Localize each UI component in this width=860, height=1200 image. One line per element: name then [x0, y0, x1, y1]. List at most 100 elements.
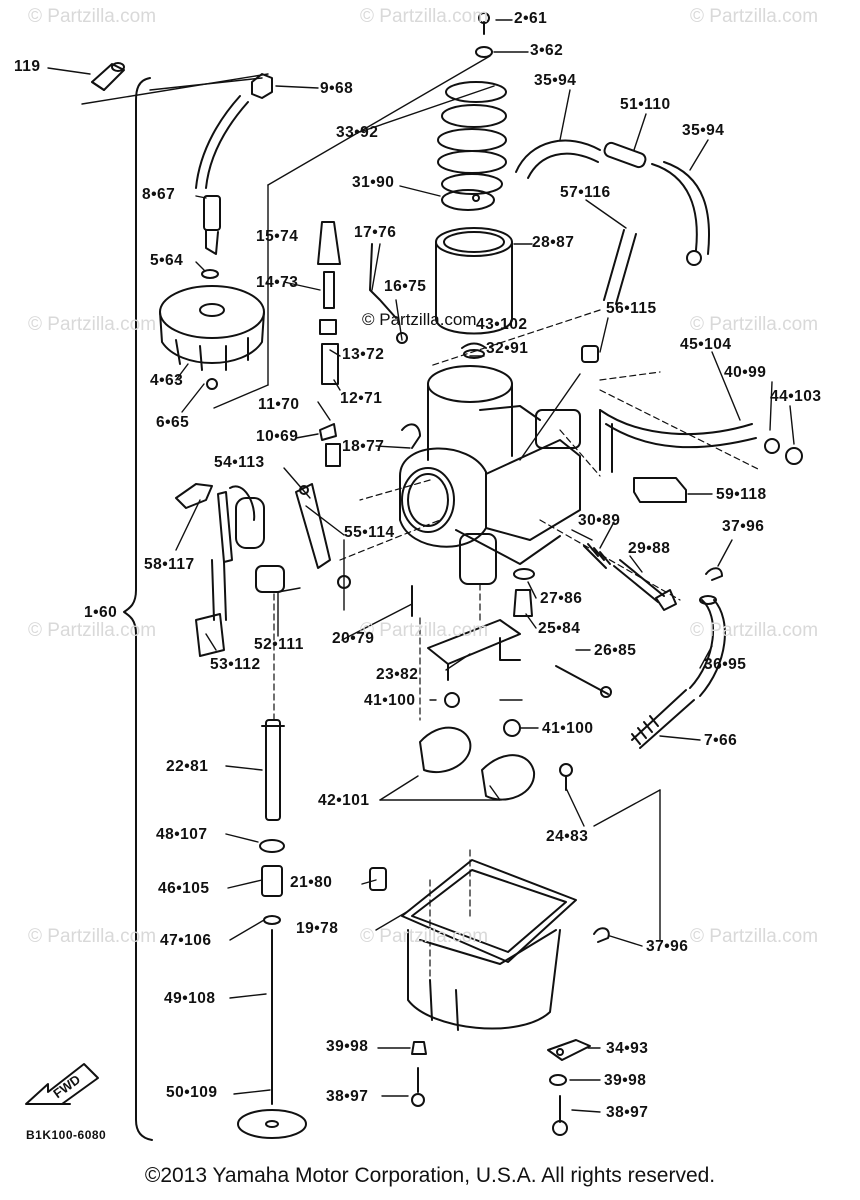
watermark: © Partzilla.com [360, 926, 489, 947]
callout-26-85: 26•85 [594, 642, 637, 659]
callout-59-118: 59•118 [716, 486, 767, 503]
part-15-14-13-12-needle-jet [317, 221, 341, 385]
part-119-sleeve [91, 62, 125, 91]
part-17-16-wire-connector [369, 243, 408, 344]
callout-16-75: 16•75 [384, 278, 427, 295]
callout-29-88: 29•88 [628, 540, 671, 557]
part-4-top-cap [159, 285, 265, 390]
part-45-hose [599, 409, 757, 473]
callout-7-66: 7•66 [704, 732, 738, 749]
part-2-3-screw-washer [475, 12, 493, 58]
callout-53-112: 53•112 [210, 656, 261, 673]
callout-35-94-a: 35•94 [534, 72, 577, 89]
part-33-spring [437, 81, 507, 195]
watermark: © Partzilla.com [28, 926, 157, 947]
callout-46-105: 46•105 [158, 880, 210, 897]
callout-17-76: 17•76 [354, 224, 397, 241]
part-9-8-fuel-fitting [195, 73, 273, 279]
callout-43-102: 43•102 [476, 316, 528, 333]
part-57-hose [603, 229, 637, 305]
callout-50-109: 50•109 [166, 1084, 218, 1101]
part-56-fitting [581, 345, 599, 363]
callout-40-99: 40•99 [724, 364, 767, 381]
callout-48-107: 48•107 [156, 826, 208, 843]
callout-58-117: 58•117 [144, 556, 195, 573]
callout-11-70: 11•70 [258, 396, 300, 413]
part-28-throttle-slide [435, 227, 513, 335]
watermark: © Partzilla.com [360, 6, 489, 27]
callout-33-92: 33•92 [336, 124, 379, 141]
part-55-washer [337, 575, 413, 617]
callout-5-64: 5•64 [150, 252, 184, 269]
callout-38-97-a: 38•97 [326, 1088, 369, 1105]
part-34-bracket [547, 1039, 591, 1061]
watermark: © Partzilla.com [690, 314, 819, 335]
callout-54-113: 54•113 [214, 454, 265, 471]
callout-1-60: 1•60 [84, 604, 118, 621]
watermark: © Partzilla.com [360, 620, 489, 641]
callout-20-79: 20•79 [332, 630, 375, 647]
part-42-floats [419, 726, 536, 801]
watermark: © Partzilla.com [690, 6, 819, 27]
watermark: © Partzilla.com [28, 314, 157, 335]
callout-32-91: 32•91 [486, 340, 529, 357]
callout-55-114: 55•114 [344, 524, 395, 541]
callout-22-81: 22•81 [166, 758, 209, 775]
forward-arrow-icon: FWD [22, 1058, 106, 1118]
part-54-lever [295, 483, 331, 569]
callout-8-67: 8•67 [142, 186, 176, 203]
part-40-44-clamp [764, 438, 803, 465]
callout-41-100-b: 41•100 [542, 720, 594, 737]
callout-25-84: 25•84 [538, 620, 581, 637]
callout-52-111: 52•111 [254, 636, 304, 653]
part-21-plug [369, 867, 387, 891]
callout-6-65: 6•65 [156, 414, 190, 431]
callout-44-103: 44•103 [770, 388, 822, 405]
part-37-clip-bottom [593, 927, 610, 943]
callout-12-71: 12•71 [340, 390, 383, 407]
part-59-bracket [633, 477, 687, 503]
part-39-38-screws [411, 1041, 568, 1136]
callout-15-74: 15•74 [256, 228, 299, 245]
callout-10-69: 10•69 [256, 428, 299, 445]
part-58-53-52-starter-plunger [175, 483, 285, 657]
callout-119: 119 [14, 58, 41, 75]
part-31-plate [441, 189, 495, 211]
callout-2-61: 2•61 [514, 10, 548, 27]
callout-3-62: 3•62 [530, 42, 564, 59]
watermark: © Partzilla.com [690, 620, 819, 641]
callout-37-96-a: 37•96 [722, 518, 765, 535]
part-23-26-float-arm-pin [427, 619, 612, 698]
callout-36-95: 36•95 [704, 656, 747, 673]
callout-18-77: 18•77 [342, 438, 385, 455]
callout-31-90: 31•90 [352, 174, 395, 191]
part-35-51-vent-hoses [515, 139, 711, 266]
callout-30-89: 30•89 [578, 512, 621, 529]
part-27-25-washer-jet [513, 568, 535, 617]
callout-9-68: 9•68 [320, 80, 354, 97]
part-11-10-18-throttle-parts [319, 423, 421, 467]
callout-38-97-b: 38•97 [606, 1104, 649, 1121]
callout-49-108: 49•108 [164, 990, 216, 1007]
leader-lines [47, 19, 795, 1113]
callout-45-104: 45•104 [680, 336, 732, 353]
callout-14-73: 14•73 [256, 274, 299, 291]
carburetor-body [399, 365, 581, 585]
callout-57-116: 57•116 [560, 184, 611, 201]
assembly-bracket [123, 77, 153, 1141]
watermark: © Partzilla.com [28, 620, 157, 641]
callout-34-93: 34•93 [606, 1040, 649, 1057]
part-36-7-drain-hose [631, 595, 726, 749]
part-22-48-46-47-49-50-jet-stack [237, 719, 307, 1139]
part-43-32-clip [461, 342, 487, 359]
center-watermark: © Partzilla.com [362, 310, 477, 329]
part-41-o-rings [444, 692, 521, 737]
callout-42-101: 42•101 [318, 792, 370, 809]
callout-41-100-a: 41•100 [364, 692, 416, 709]
callout-27-86: 27•86 [540, 590, 583, 607]
callout-47-106: 47•106 [160, 932, 212, 949]
part-24-screw [559, 763, 573, 791]
callout-21-80: 21•80 [290, 874, 333, 891]
part-19-gasket-float-bowl [401, 859, 577, 1031]
